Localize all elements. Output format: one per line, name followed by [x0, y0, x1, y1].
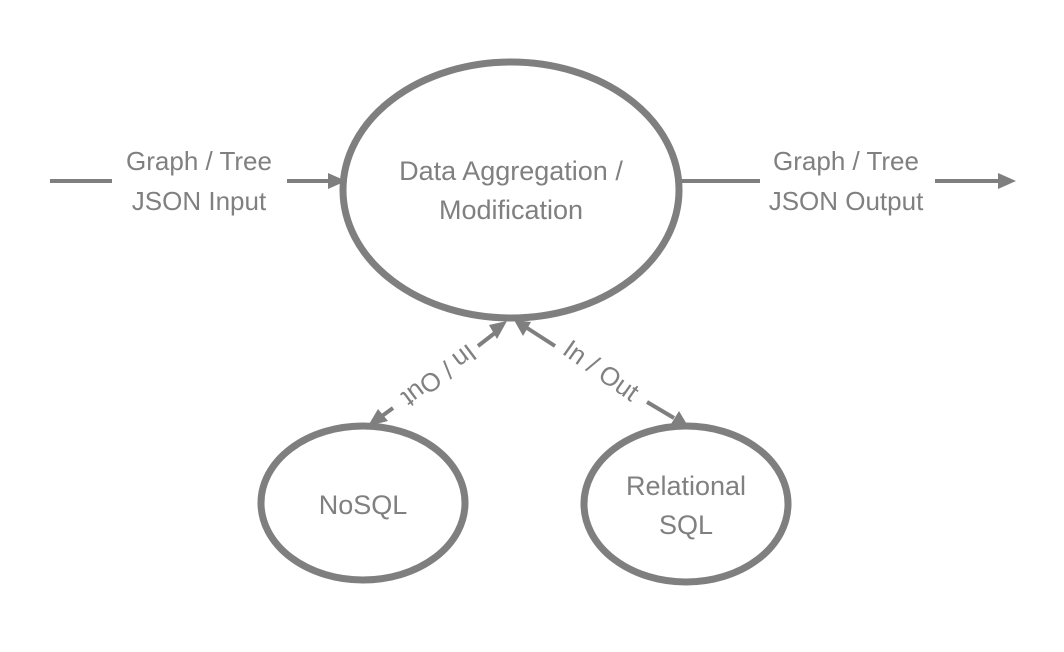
node-relational-sql-ellipse: [580, 422, 792, 586]
relational-link-arrow-top: [514, 320, 531, 336]
nosql-link-edge: In / Out: [368, 321, 507, 426]
output-arrow-head: [998, 173, 1016, 189]
node-data-aggregation-label-line2: Modification: [439, 195, 583, 225]
output-edge-label-line1: Graph / Tree: [773, 146, 919, 176]
relational-link-line-upper: [522, 324, 557, 348]
nosql-link-arrow-top: [489, 321, 507, 339]
relational-link-line-lower: [645, 400, 676, 420]
input-edge-label-line2: JSON Input: [132, 186, 267, 216]
relational-link-label: In / Out: [558, 334, 646, 408]
node-data-aggregation-label-line1: Data Aggregation /: [399, 156, 623, 186]
output-edge: Graph / Tree JSON Output: [680, 146, 1016, 216]
output-edge-label-line2: JSON Output: [769, 186, 924, 216]
nosql-link-line-lower: [380, 406, 395, 418]
node-data-aggregation-ellipse: [339, 58, 683, 322]
node-data-aggregation: Data Aggregation / Modification: [339, 58, 683, 322]
node-relational-sql: Relational SQL: [580, 422, 792, 586]
node-relational-sql-label-line1: Relational: [626, 471, 746, 501]
input-edge-label-line1: Graph / Tree: [126, 146, 272, 176]
node-relational-sql-label-line2: SQL: [659, 510, 713, 540]
node-nosql: NoSQL: [257, 422, 469, 584]
nosql-link-label: In / Out: [396, 338, 483, 414]
nosql-link-arrow-bottom: [368, 409, 388, 426]
relational-link-arrow-bottom: [671, 411, 688, 426]
input-arrow-head: [328, 173, 346, 189]
node-nosql-label: NoSQL: [319, 490, 408, 520]
node-nosql-ellipse: [257, 422, 469, 584]
input-edge: Graph / Tree JSON Input: [50, 146, 346, 216]
relational-link-edge: In / Out: [514, 320, 688, 426]
